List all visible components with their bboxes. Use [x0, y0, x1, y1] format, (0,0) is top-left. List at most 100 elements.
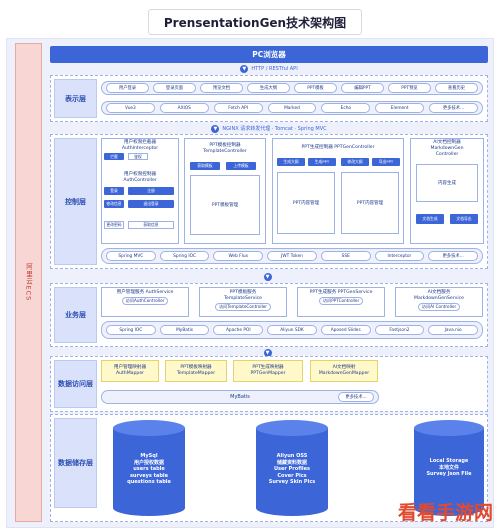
service-access-chip: 访问TemplateController	[214, 303, 272, 311]
local-cylinder	[414, 420, 484, 516]
service-access-chip: 访问AuthController	[121, 297, 169, 305]
mapper-title: PPT生成映射器	[252, 365, 284, 370]
control-tech-item: 更多技术...	[428, 251, 478, 261]
auth-cell: 更改密码	[104, 221, 124, 229]
flow-arrow-2: ▼ NGINX 请求转发代理 · Tomcat · Spring MVC	[50, 124, 488, 133]
presentation-item: PPT模板	[294, 83, 337, 93]
presentation-item: PPT预览	[388, 83, 431, 93]
auth-interceptor-cell: 拦截	[104, 153, 124, 160]
mapper-class: AuthMapper	[115, 371, 145, 376]
mapper-class: PPTGenMapper	[250, 371, 286, 376]
pc-browser-bar: PC浏览器	[50, 46, 488, 63]
business-tech-item: Spring IOC	[106, 325, 156, 335]
ppt-cell: 修改大纲	[341, 158, 369, 166]
flow-label: NGINX 请求转发代理 · Tomcat · Spring MVC	[222, 126, 327, 132]
presentation-item: 生成大纲	[247, 83, 290, 93]
auth-cell: 修改信息	[104, 200, 124, 208]
mybatis-label: MyBatis	[230, 394, 250, 400]
auth-cell: 获取信息	[128, 221, 174, 229]
mapper-title: AI文档映射	[332, 365, 356, 370]
business-tech-item: Apache POI	[213, 325, 264, 335]
flow-arrow-1: ▼ HTTP / RESTful API	[50, 64, 488, 73]
auth-cell: 退出登录	[128, 200, 174, 208]
down-arrow-icon: ▼	[263, 272, 272, 281]
presentation-tech-item: 更多技术...	[429, 103, 478, 113]
control-tech-item: Interceptor	[374, 251, 425, 261]
business-tech-item: Aliyun SDK	[267, 325, 317, 335]
presentation-tech-item: Marked	[267, 103, 317, 113]
ecs-sidebar: 阿里云ECS	[15, 43, 42, 522]
service-class: MarkdownGenService	[414, 296, 464, 301]
template-cell: 获取模板	[190, 162, 220, 170]
mysql-cylinder	[113, 420, 185, 516]
mapper-class: MarkdownGenMapper	[318, 371, 370, 376]
control-tech-item: Web Flux	[213, 251, 264, 261]
layer-label-storage: 数据储存层	[54, 418, 97, 508]
ppt-center-left: PPT内容管理	[277, 172, 335, 234]
diagram-title: PrensentationGen技术架构图	[148, 9, 362, 35]
down-arrow-icon: ▼	[211, 124, 220, 133]
ppt-cell: 生成PPT	[308, 158, 336, 166]
service-access-chip: 访问PPTController	[318, 297, 364, 305]
control-tech-item: Spring IOC	[159, 251, 210, 261]
watermark: 看看手游网	[398, 502, 494, 524]
business-service: PPT生成服务 PPTGenService 访问PPTController	[297, 287, 385, 317]
service-title: AI文档服务	[427, 290, 451, 295]
more-tech-chip: 更多技术...	[338, 392, 374, 402]
presentation-item: 预览文档	[200, 83, 243, 93]
oss-cylinder	[256, 420, 328, 516]
business-tech-item: Java.nio	[428, 325, 478, 335]
auth-cell: 登录	[104, 187, 124, 195]
layer-label-presentation: 表示层	[54, 79, 97, 118]
service-access-chip: 访问AI Controller	[417, 303, 461, 311]
service-title: PPT生成服务 PPTGenService	[309, 290, 373, 295]
service-title: PPT模板服务	[229, 290, 257, 295]
flow-label: HTTP / RESTful API	[251, 65, 298, 72]
ai-center: 内容生成	[416, 164, 478, 202]
ppt-center-right: PPT内容管理	[341, 172, 399, 234]
business-tech-item: MyBatis	[159, 325, 210, 335]
control-tech-item: JWT Token	[267, 251, 317, 261]
business-service: 用户管理服务 AuthService 访问AuthController	[101, 287, 189, 317]
service-title: 用户管理服务 AuthService	[116, 290, 174, 295]
presentation-item: 查看历史	[435, 83, 478, 93]
auth-cell: 注册	[128, 187, 174, 195]
down-arrow-icon: ▼	[240, 64, 249, 73]
presentation-tech-item: Fetch API	[213, 103, 263, 113]
ai-cell: 文档生成	[416, 214, 444, 224]
service-class: TemplateService	[224, 296, 262, 301]
mapper-title: 用户管理映射器	[113, 365, 147, 370]
ppt-cell: 生成大纲	[277, 158, 305, 166]
presentation-row-1	[101, 81, 483, 95]
ppt-cell: 导出PPT	[372, 158, 400, 166]
layer-label-data-access: 数据访问层	[54, 360, 97, 408]
business-tech-item: Fastjson2	[374, 325, 425, 335]
ai-cell: 文档导出	[450, 214, 478, 224]
template-center: PPT模板管理	[190, 175, 260, 235]
presentation-item: 编辑PPT	[341, 83, 384, 93]
layer-label-business: 业务层	[54, 287, 97, 343]
template-cell: 上传模板	[226, 162, 256, 170]
presentation-item: 登录页面	[153, 83, 196, 93]
presentation-tech-item: Echo	[321, 103, 371, 113]
layer-label-control: 控制层	[54, 138, 97, 265]
business-tech-item: Aposed Slides	[320, 325, 371, 335]
mybatis-bar	[101, 390, 379, 404]
flow-arrow-3: ▼	[50, 272, 488, 281]
ppt-controller-title: PPT生成控制器 PPTGenController	[301, 145, 375, 150]
presentation-item: 用户登录	[106, 83, 149, 93]
presentation-tech-item: Element	[375, 103, 425, 113]
control-tech-item: SSE	[320, 251, 371, 261]
